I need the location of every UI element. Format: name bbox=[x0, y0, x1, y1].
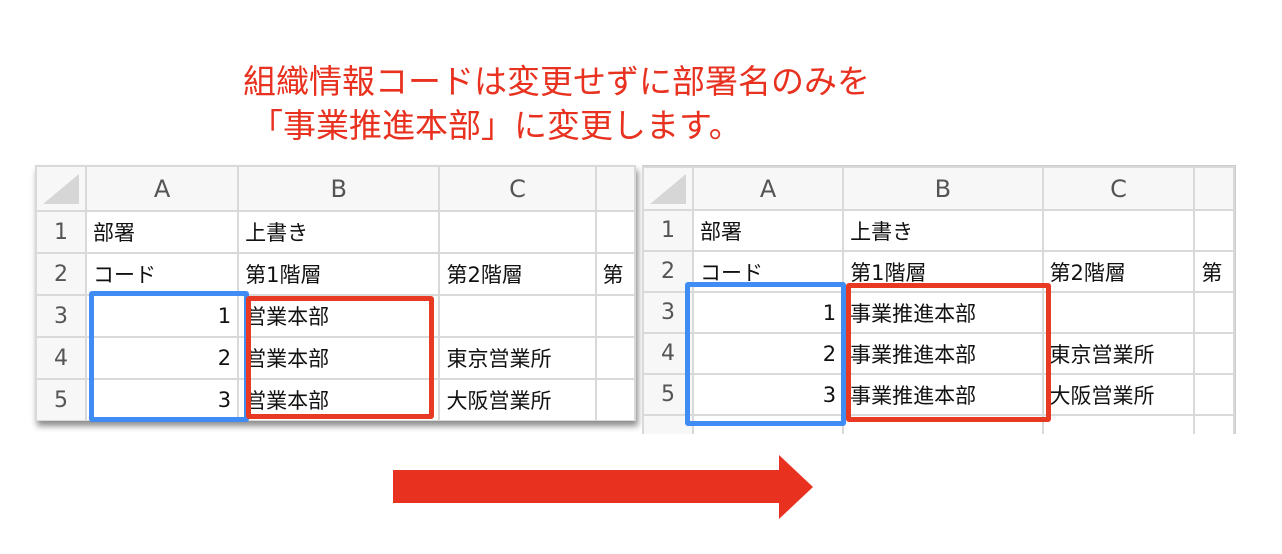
select-all-corner[interactable] bbox=[642, 166, 694, 211]
cell[interactable]: 事業推進本部 bbox=[842, 332, 1044, 375]
title-line-2: 「事業推進本部」に変更します。 bbox=[250, 106, 742, 145]
cell[interactable]: 2 bbox=[691, 332, 845, 375]
title-line-1: 組織情報コードは変更せずに部署名のみを bbox=[243, 62, 870, 101]
cell[interactable]: 第2階層 bbox=[438, 252, 597, 296]
cell[interactable]: 営業本部 bbox=[237, 378, 441, 421]
row-header[interactable]: 3 bbox=[35, 294, 87, 338]
cell[interactable]: 第 bbox=[594, 252, 636, 296]
column-header[interactable] bbox=[594, 165, 636, 212]
cell[interactable] bbox=[1193, 291, 1235, 334]
right-arrow-icon bbox=[393, 455, 813, 519]
cell[interactable] bbox=[1041, 414, 1196, 434]
cell[interactable] bbox=[1193, 373, 1235, 416]
cell[interactable]: 部署 bbox=[84, 210, 240, 254]
row-header[interactable] bbox=[642, 414, 694, 434]
cell[interactable]: 第 bbox=[1193, 250, 1235, 293]
cell[interactable] bbox=[1193, 414, 1235, 434]
column-header[interactable]: B bbox=[237, 165, 441, 212]
corner-triangle-icon bbox=[650, 173, 686, 204]
row-header[interactable]: 1 bbox=[642, 209, 694, 252]
select-all-corner[interactable] bbox=[35, 165, 87, 212]
cell[interactable] bbox=[594, 210, 636, 254]
row-header[interactable]: 3 bbox=[642, 291, 694, 334]
cell[interactable] bbox=[1193, 209, 1235, 252]
cell[interactable]: 3 bbox=[691, 373, 845, 416]
name-highlight-after bbox=[846, 283, 1051, 422]
code-highlight-before bbox=[89, 291, 249, 422]
row-header[interactable]: 5 bbox=[642, 373, 694, 416]
column-header[interactable]: A bbox=[84, 165, 240, 212]
column-header[interactable]: C bbox=[438, 165, 597, 212]
cell[interactable]: 第1階層 bbox=[237, 252, 441, 296]
cell[interactable]: 1 bbox=[84, 294, 240, 338]
cell[interactable]: 営業本部 bbox=[237, 336, 441, 380]
cell[interactable]: 事業推進本部 bbox=[842, 373, 1044, 416]
cell[interactable] bbox=[1041, 291, 1196, 334]
cell[interactable]: 第2階層 bbox=[1041, 250, 1196, 293]
cell[interactable] bbox=[438, 294, 597, 338]
column-header[interactable]: B bbox=[842, 166, 1044, 211]
name-highlight-before bbox=[246, 296, 434, 419]
cell[interactable] bbox=[594, 294, 636, 338]
row-header[interactable]: 1 bbox=[35, 210, 87, 254]
cell[interactable]: 東京営業所 bbox=[438, 336, 597, 380]
row-header[interactable]: 2 bbox=[642, 250, 694, 293]
cell[interactable] bbox=[1193, 332, 1235, 375]
row-header[interactable]: 2 bbox=[35, 252, 87, 296]
column-header[interactable] bbox=[1193, 166, 1235, 211]
cell[interactable] bbox=[438, 210, 597, 254]
cell[interactable] bbox=[594, 336, 636, 380]
cell[interactable] bbox=[1041, 209, 1196, 252]
cell[interactable]: 2 bbox=[84, 336, 240, 380]
column-header[interactable]: C bbox=[1041, 166, 1196, 211]
cell[interactable] bbox=[594, 378, 636, 421]
row-header[interactable]: 5 bbox=[35, 378, 87, 421]
cell[interactable]: コード bbox=[84, 252, 240, 296]
cell[interactable]: 大阪営業所 bbox=[1041, 373, 1196, 416]
code-highlight-after bbox=[685, 282, 846, 426]
cell[interactable]: 東京営業所 bbox=[1041, 332, 1196, 375]
cell[interactable]: 大阪営業所 bbox=[438, 378, 597, 421]
cell[interactable]: 上書き bbox=[842, 209, 1044, 252]
corner-triangle-icon bbox=[43, 173, 79, 204]
cell[interactable]: 3 bbox=[84, 378, 240, 421]
column-header[interactable]: A bbox=[691, 166, 845, 211]
cell[interactable]: 上書き bbox=[237, 210, 441, 254]
cell[interactable]: 営業本部 bbox=[237, 294, 441, 338]
row-header[interactable]: 4 bbox=[35, 336, 87, 380]
cell[interactable]: 部署 bbox=[691, 209, 845, 252]
